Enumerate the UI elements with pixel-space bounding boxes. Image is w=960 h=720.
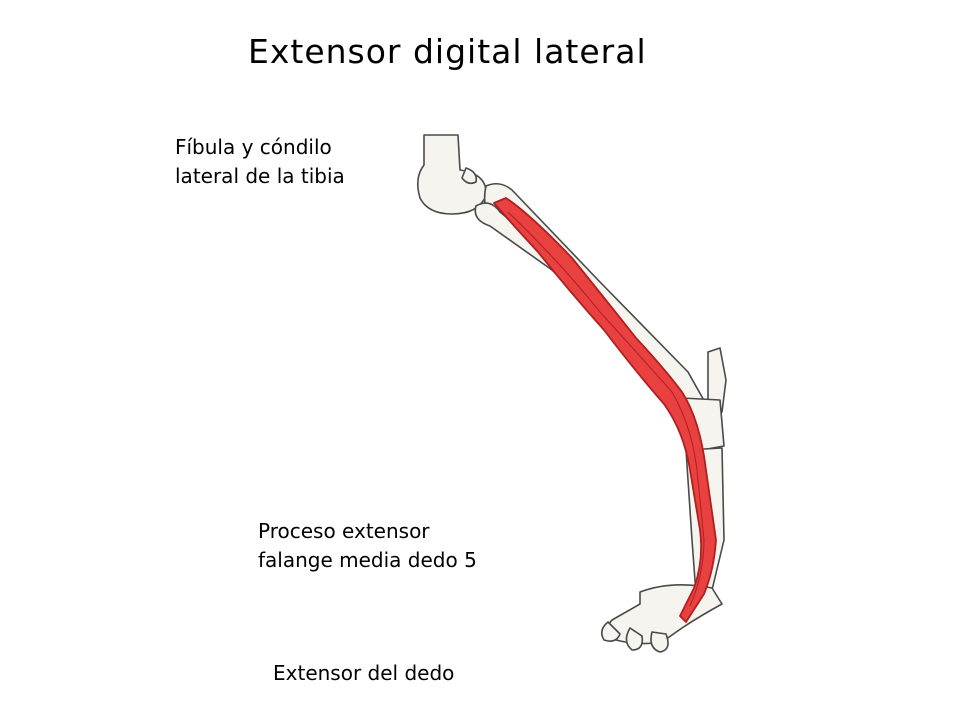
toe-bone-2 <box>625 627 644 651</box>
condyle-detail <box>461 167 478 185</box>
femur-bone <box>416 134 487 215</box>
extensor-muscle-belly <box>493 197 717 623</box>
origin-label-line-1: Fíbula y cóndilo <box>175 135 332 159</box>
origin-label: Fíbula y cóndilo lateral de la tibia <box>175 133 345 191</box>
muscle-caption: Extensor del dedo <box>273 661 455 685</box>
toe-bone-3 <box>650 631 669 653</box>
diagram-title: Extensor digital lateral <box>248 32 647 71</box>
extensor-tendon-line <box>507 211 705 607</box>
insertion-label-line-2: falange media dedo 5 <box>258 548 477 572</box>
insertion-label-line-1: Proceso extensor <box>258 519 430 543</box>
insertion-label: Proceso extensor falange media dedo 5 <box>258 517 477 575</box>
origin-label-line-2: lateral de la tibia <box>175 164 345 188</box>
toe-bone-1 <box>600 621 621 642</box>
